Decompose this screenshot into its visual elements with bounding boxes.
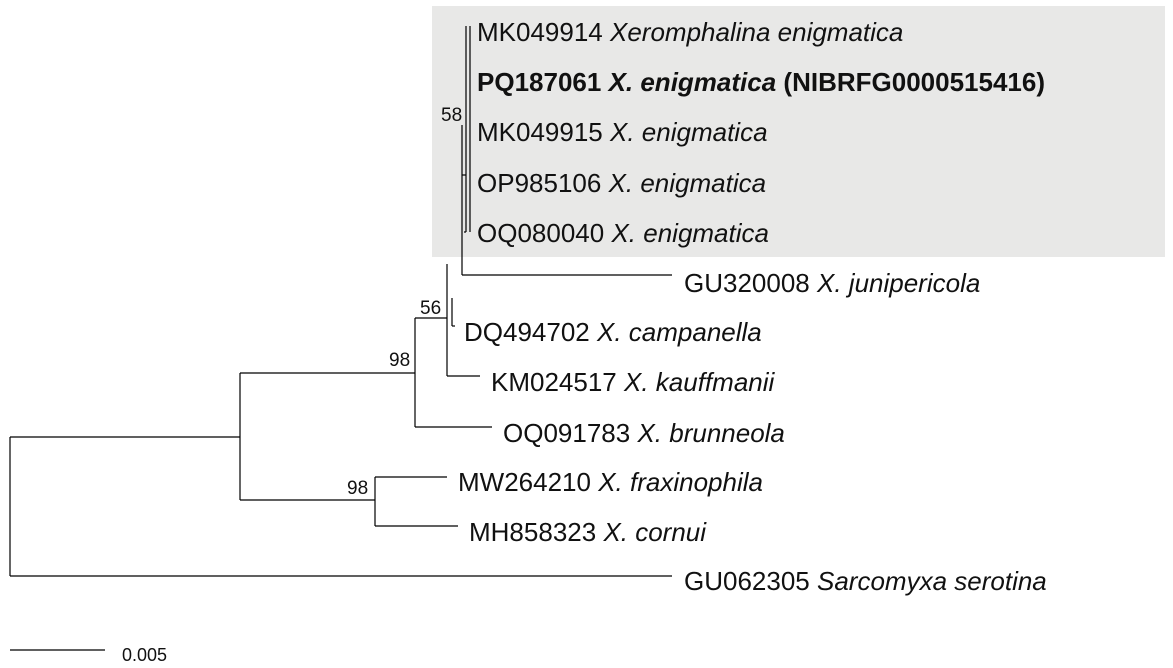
bootstrap-value: 56: [420, 298, 441, 319]
leaf-label: OQ080040 X. enigmatica: [477, 218, 769, 248]
leaf-label: OQ091783 X. brunneola: [503, 418, 785, 448]
leaf-label: MH858323 X. cornui: [469, 517, 707, 547]
leaf-label: MK049914 Xeromphalina enigmatica: [477, 17, 903, 47]
leaf-label: OP985106 X. enigmatica: [477, 168, 766, 198]
leaf-label: GU062305 Sarcomyxa serotina: [684, 566, 1047, 596]
leaf-label: MK049915 X. enigmatica: [477, 117, 768, 147]
bootstrap-values: 58 56 98 98: [347, 105, 462, 499]
bootstrap-value: 58: [441, 105, 462, 126]
scale-bar-label: 0.005: [122, 645, 167, 665]
leaf-label: GU320008 X. junipericola: [684, 268, 980, 298]
leaf-label: KM024517 X. kauffmanii: [491, 367, 776, 397]
leaf-labels: MK049914 Xeromphalina enigmatica PQ18706…: [458, 17, 1047, 596]
leaf-label: MW264210 X. fraxinophila: [458, 467, 763, 497]
enigmatica-clade-highlight: [432, 6, 1165, 257]
tree-branches: [9, 26, 672, 651]
leaf-label: DQ494702 X. campanella: [464, 317, 762, 347]
bootstrap-value: 98: [347, 478, 368, 499]
leaf-label: PQ187061 X. enigmatica (NIBRFG0000515416…: [477, 67, 1045, 97]
bootstrap-value: 98: [389, 350, 410, 371]
